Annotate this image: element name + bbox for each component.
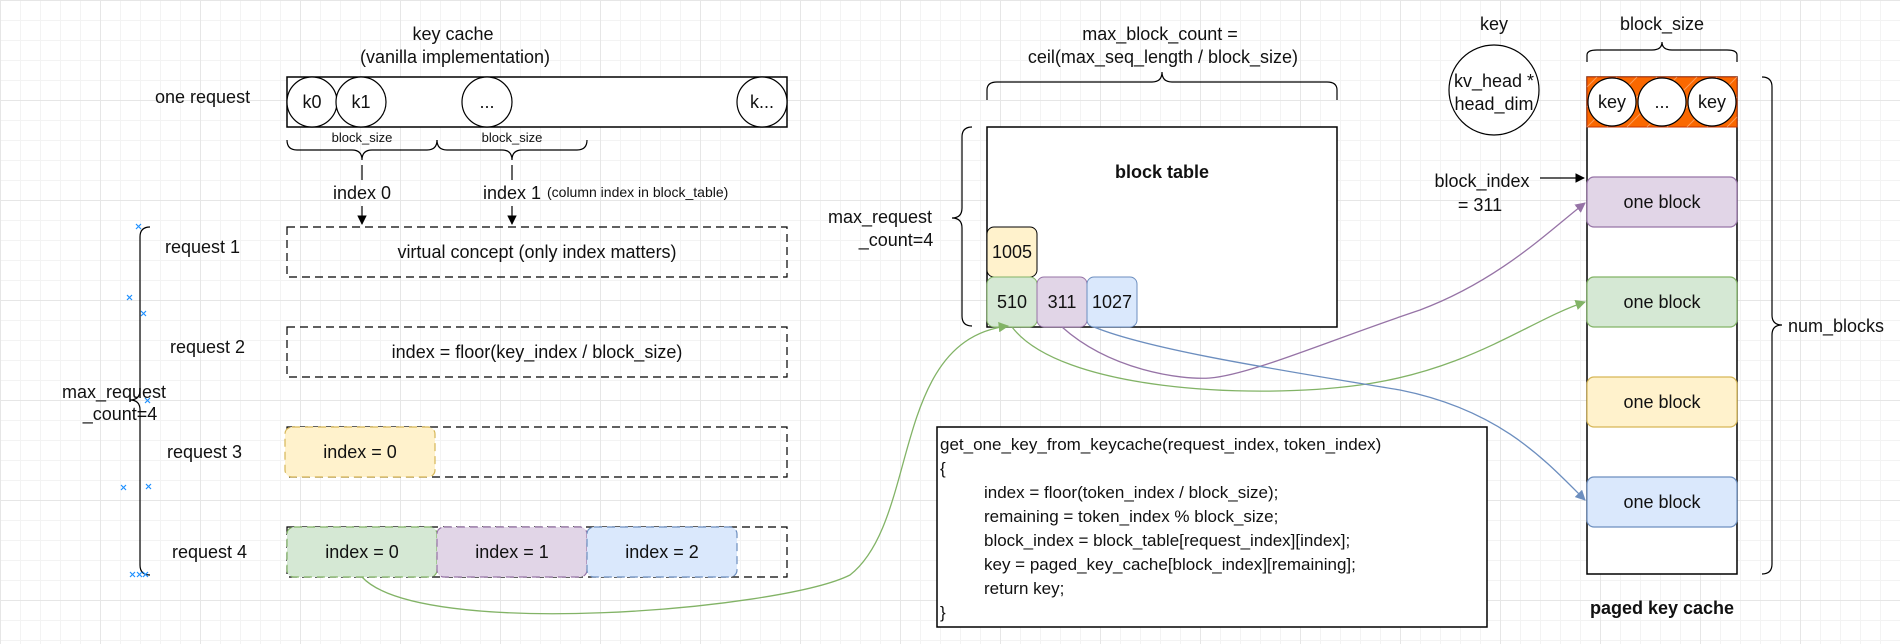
key-cell-ellipsis: [1637, 77, 1687, 127]
paged-block-blue: [1586, 476, 1738, 528]
key-cell-ellipsis-text: ...: [1654, 92, 1669, 112]
request2-label: request 2: [170, 337, 245, 357]
block-table-section: max_block_count = ceil(max_seq_length / …: [828, 24, 1338, 328]
paged-block-size-label: block_size: [1620, 14, 1704, 35]
request1-row: [286, 226, 788, 278]
token-k1: [335, 76, 387, 128]
block-size-label-1: block_size: [332, 130, 393, 145]
token-ellipsis: [461, 76, 513, 128]
key-circle-line2: head_dim: [1454, 94, 1533, 115]
request2-text: index = floor(key_index / block_size): [392, 342, 683, 363]
mid-max-request-line2: _count=4: [858, 230, 934, 251]
mid-max-request-brace: [951, 126, 973, 327]
code-line-key: key = paged_key_cache[block_index][remai…: [984, 555, 1356, 574]
token-k1-label: k1: [351, 92, 370, 112]
block-table-cell-1027-text: 1027: [1092, 292, 1132, 312]
left-max-request-line2: _count=4: [82, 404, 158, 425]
vanilla-key-cache: key cache (vanilla implementation) one r…: [62, 24, 788, 578]
block-index-line1: block_index: [1434, 171, 1529, 192]
index1-label: index 1: [483, 183, 541, 203]
block-index-line2: = 311: [1458, 195, 1502, 215]
vanilla-title-line1: key cache: [412, 24, 493, 44]
code-box-frame: [936, 426, 1488, 628]
code-box: get_one_key_from_keycache(request_index,…: [936, 426, 1488, 628]
index0-label: index 0: [333, 183, 391, 203]
num-blocks-brace: [1761, 76, 1783, 575]
paged-block-purple-text: one block: [1623, 192, 1701, 212]
paged-block-green: [1586, 276, 1738, 328]
code-line-close-brace: }: [940, 603, 946, 622]
left-max-request-line1: max_request: [62, 382, 166, 403]
code-line-remaining: remaining = token_index % block_size;: [984, 507, 1278, 526]
block-table-cell-1027: [1086, 276, 1138, 328]
paged-key-cache: key kv_head * head_dim block_size key ..…: [1434, 14, 1884, 618]
cell-510-to-green-block-arrow: [1011, 299, 1586, 392]
block-table-cell-311-text: 311: [1048, 292, 1077, 312]
token-last: [736, 76, 788, 128]
key-circle-line1: kv_head *: [1454, 71, 1534, 92]
vanilla-title-line2: (vanilla implementation): [360, 47, 550, 67]
key-cell-2-text: key: [1698, 92, 1726, 112]
key-cell-2: [1687, 77, 1737, 127]
one-request-label: one request: [155, 87, 250, 107]
paged-block-blue-text: one block: [1623, 492, 1701, 512]
left-max-request-brace: [129, 226, 151, 576]
paged-block-yellow: [1586, 376, 1738, 428]
request4-to-block-table-arrow: [361, 321, 1010, 615]
request4-index1-text: index = 1: [475, 542, 549, 562]
request3-label: request 3: [167, 442, 242, 462]
block-size-brace-2: [436, 139, 588, 161]
request4-index1-cell: [436, 526, 588, 578]
selection-markers: [120, 223, 152, 578]
paged-block-yellow-text: one block: [1623, 392, 1701, 412]
request4-index2-text: index = 2: [625, 542, 699, 562]
key-cell-1: [1587, 77, 1637, 127]
max-block-count-line2: ceil(max_seq_length / block_size): [1028, 47, 1298, 68]
cell-311-to-purple-block-arrow: [1061, 202, 1586, 379]
max-block-count-brace: [986, 71, 1338, 100]
token-last-label: k...: [750, 92, 774, 112]
token-k0-label: k0: [302, 92, 321, 112]
code-line-index: index = floor(token_index / block_size);: [984, 483, 1278, 502]
block-table-title: block table: [1115, 162, 1209, 182]
code-line-block-index: block_index = block_table[request_index]…: [984, 531, 1350, 550]
max-block-count-line1: max_block_count =: [1082, 24, 1238, 45]
code-line-signature: get_one_key_from_keycache(request_index,…: [940, 435, 1381, 454]
request1-label: request 1: [165, 237, 240, 257]
mid-max-request-line1: max_request: [828, 207, 932, 228]
key-cell-1-text: key: [1598, 92, 1626, 112]
index1-note: (column index in block_table): [547, 184, 728, 200]
request2-row: [286, 326, 788, 378]
token-ellipsis-label: ...: [479, 92, 494, 112]
block-size-label-2: block_size: [482, 130, 543, 145]
key-label: key: [1480, 14, 1508, 34]
code-line-open-brace: {: [940, 459, 946, 478]
request3-row: [286, 426, 788, 478]
code-line-return: return key;: [984, 579, 1064, 598]
request3-index0-cell: [284, 426, 436, 478]
key-dimension-circle: [1448, 44, 1540, 136]
num-blocks-label: num_blocks: [1788, 316, 1884, 337]
paged-key-cache-title: paged key cache: [1590, 598, 1734, 618]
request4-index2-cell: [586, 526, 738, 578]
block-size-brace-1: [286, 139, 438, 161]
request4-label: request 4: [172, 542, 247, 562]
paged-block-purple: [1586, 176, 1738, 228]
paged-block-green-text: one block: [1623, 292, 1701, 312]
request4-index0-text: index = 0: [325, 542, 399, 562]
block-table-cell-510-text: 510: [997, 292, 1027, 312]
block-table-cell-1005-text: 1005: [992, 242, 1032, 262]
paged-block-size-brace: [1586, 41, 1738, 62]
request1-text: virtual concept (only index matters): [397, 242, 676, 262]
cell-1027-to-blue-block-arrow: [1093, 326, 1586, 501]
connectors: [361, 202, 1586, 615]
request3-index0-text: index = 0: [323, 442, 397, 462]
